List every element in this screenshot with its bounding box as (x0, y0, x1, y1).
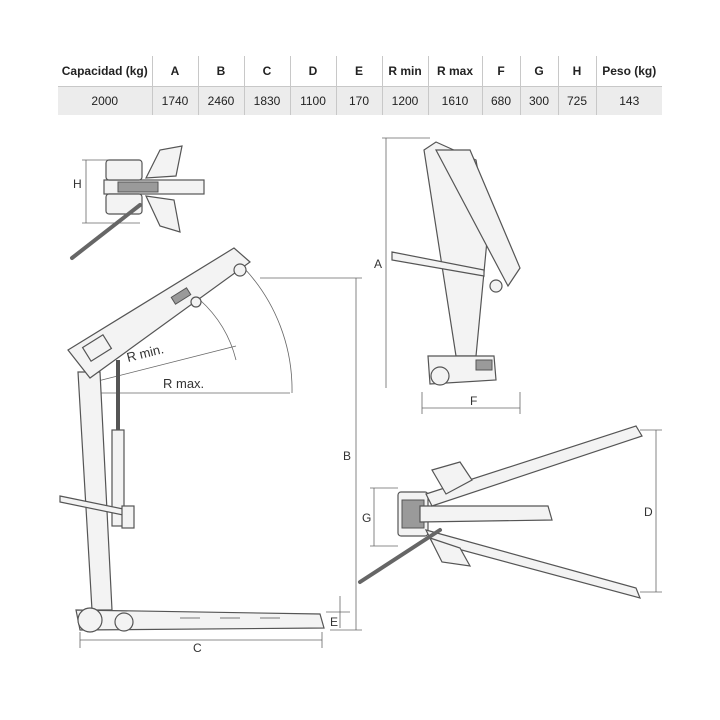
top-view-wheel-left-bottom (105, 193, 143, 215)
label-d: D (644, 505, 653, 519)
header-e: E (335, 56, 382, 87)
rmax-arc (243, 267, 293, 394)
pump-block (121, 505, 135, 529)
folded-foot (475, 359, 493, 371)
label-b: B (343, 449, 351, 463)
top-view-open: G D (358, 425, 662, 599)
open-wheel-lower (428, 536, 472, 567)
label-c: C (193, 641, 202, 655)
mast (77, 371, 113, 611)
label-h: H (73, 177, 82, 191)
value-r-max: 1610 (427, 86, 482, 115)
rmin-arc (199, 299, 237, 361)
header-f: F (481, 56, 520, 87)
value-d: 1100 (289, 86, 336, 115)
folded-boom (435, 149, 521, 288)
label-a: A (374, 257, 382, 271)
boom-badge (170, 287, 192, 305)
boom-hook-wheel (233, 263, 247, 277)
ram-cylinder (111, 429, 125, 527)
side-view: R max. R min. C B (59, 247, 362, 655)
folded-pulley (489, 279, 503, 293)
folded-handle (391, 251, 485, 277)
header-b: B (197, 56, 244, 87)
spec-value-row: 2000 1740 2460 1830 1100 170 1200 1610 6… (58, 86, 662, 115)
header-a: A (151, 56, 198, 87)
value-peso: 143 (595, 86, 662, 115)
value-capacidad: 2000 (58, 86, 152, 115)
value-h: 725 (557, 86, 596, 115)
boom-sleeve (81, 334, 113, 362)
folded-view: A F (374, 137, 521, 414)
rear-wheel (77, 607, 103, 633)
header-r-min: R min (381, 56, 428, 87)
header-h: H (557, 56, 596, 87)
top-view-leg-lower (144, 195, 181, 233)
open-boom (419, 505, 553, 523)
base-leg (75, 609, 325, 631)
top-view-leg-upper (144, 145, 183, 179)
label-rmax: R max. (163, 376, 204, 391)
value-e: 170 (335, 86, 382, 115)
label-g: G (362, 511, 371, 525)
header-r-max: R max (427, 56, 482, 87)
value-r-min: 1200 (381, 86, 428, 115)
value-b: 2460 (197, 86, 244, 115)
label-f: F (470, 394, 477, 408)
value-g: 300 (519, 86, 558, 115)
rear-wheel-2 (114, 612, 134, 632)
folded-wheel (430, 366, 450, 386)
open-leg-upper (425, 425, 643, 507)
top-view-handle (70, 203, 142, 260)
boom (67, 247, 251, 379)
top-view-wheel-left-top (105, 159, 143, 181)
header-capacidad: Capacidad (kg) (58, 56, 152, 87)
top-view-folded: H (70, 145, 205, 260)
header-c: C (243, 56, 290, 87)
value-a: 1740 (151, 86, 198, 115)
label-e: E (330, 615, 338, 629)
header-g: G (519, 56, 558, 87)
open-wheel-upper (431, 461, 473, 495)
spec-header-row: Capacidad (kg) A B C D E R min R max F G… (58, 56, 662, 87)
top-view-ratchet (117, 181, 159, 193)
open-handle (358, 528, 442, 584)
header-peso: Peso (kg) (595, 56, 662, 87)
boom-pulley (190, 296, 202, 308)
rmin-line (81, 345, 237, 386)
header-d: D (289, 56, 336, 87)
value-f: 680 (481, 86, 520, 115)
spec-table: Capacidad (kg) A B C D E R min R max F G… (58, 56, 662, 115)
value-c: 1830 (243, 86, 290, 115)
